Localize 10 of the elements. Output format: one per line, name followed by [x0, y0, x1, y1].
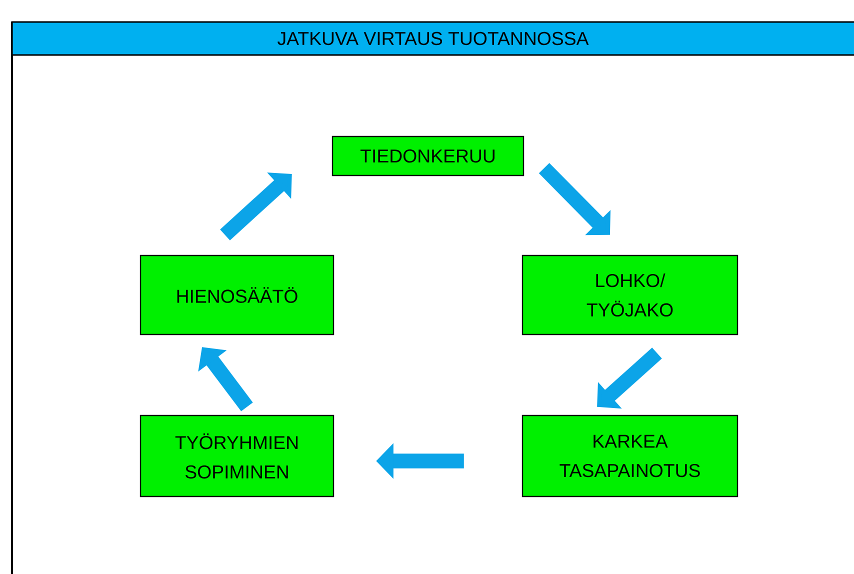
block-arrow	[198, 347, 253, 412]
title-bar: JATKUVA VIRTAUS TUOTANNOSSA	[11, 21, 854, 56]
process-box: TYÖRYHMIEN SOPIMINEN	[140, 414, 334, 498]
block-arrow	[220, 172, 292, 240]
process-box: LOHKO/ TYÖJAKO	[522, 254, 738, 336]
block-arrow	[538, 162, 611, 236]
block-arrow	[597, 348, 662, 409]
process-box: TIEDONKERUU	[332, 136, 524, 176]
process-box: KARKEA TASAPAINOTUS	[522, 414, 738, 498]
process-box: HIENOSÄÄTÖ	[140, 254, 334, 336]
